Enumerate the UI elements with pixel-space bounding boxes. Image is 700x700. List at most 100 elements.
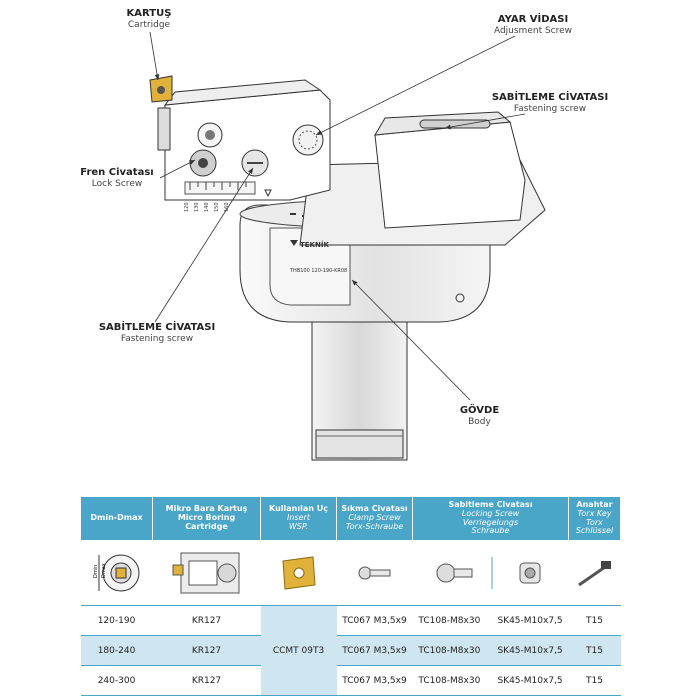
header-cartridge: Mikro Bara Kartuş Micro Boring Cartridge (152, 496, 261, 541)
bore-diagram-icon: Dmin Dmax (93, 554, 139, 592)
callout-lock: Fren Civatası Lock Screw (72, 167, 162, 189)
callout-cartridge: KARTUŞ Cartridge (118, 8, 180, 30)
cell-key: T15 (568, 635, 621, 666)
cartridge-thumbnail-icon (172, 552, 239, 594)
cell-cartridge: KR127 (152, 665, 261, 696)
cell-locking-2: SK45-M10x7,5 (497, 675, 563, 686)
callout-fasten-top-en: Fastening screw (513, 103, 587, 114)
header-range: Dmin-Dmax (80, 496, 153, 541)
bridge (299, 111, 546, 246)
callout-body-en: Body (468, 416, 491, 427)
dmax-label: Dmax (101, 563, 107, 578)
thumb-clamp-screw (336, 540, 413, 606)
header-key-sub1: Torx Key (577, 508, 612, 518)
callout-adjust-tr: AYAR VİDASI (497, 14, 569, 25)
thumb-key (568, 540, 621, 606)
thumb-cartridge (152, 540, 261, 606)
callout-fasten-top-tr: SABİTLEME CİVATASI (491, 92, 609, 103)
header-locking: Sabitleme Civatası Locking Screw Verrieg… (412, 496, 569, 541)
callout-body-tr: GÖVDE (459, 405, 500, 416)
cell-cartridge: KR127 (152, 605, 261, 636)
cell-locking: TC108-M8x30 SK45-M10x7,5 (412, 635, 569, 666)
cell-key: T15 (568, 605, 621, 636)
model-label: THB100 120-190-KR08 (289, 268, 347, 274)
leader-fasten-top (444, 113, 526, 130)
table-row: 240-300 KR127 TC067 M3,5x9 TC108-M8x30 S… (80, 665, 621, 696)
thumb-bore: Dmin Dmax (80, 540, 153, 606)
callout-lock-en: Lock Screw (91, 178, 143, 189)
brand-label: TEKNİK (300, 240, 329, 249)
body-brand-mark: TEKNİK THB100 120-190-KR08 (289, 240, 347, 274)
callout-cartridge-en: Cartridge (127, 19, 171, 30)
leader-cartridge (149, 31, 160, 81)
thumbnail-row: Dmin Dmax (80, 540, 621, 606)
header-insert-sub1: Insert (287, 513, 310, 523)
locking-screws-icon (436, 557, 540, 589)
torx-key-icon (577, 561, 611, 587)
header-locking-sub3: Schraube (471, 526, 510, 536)
header-locking-sub1: Locking Screw (461, 508, 520, 518)
table-row: 180-240 KR127 TC067 M3,5x9 TC108-M8x30 S… (80, 635, 621, 666)
header-clamp-main: Sıkma Civatası (341, 504, 408, 514)
cartridge-block: 120 130 140 150 160 (149, 75, 331, 212)
cell-locking: TC108-M8x30 SK45-M10x7,5 (412, 605, 569, 636)
leader-lock (159, 159, 196, 179)
svg-text:140: 140 (204, 202, 210, 212)
shank (311, 299, 408, 461)
header-cartridge-sub1: Micro Boring (177, 513, 236, 523)
leader-adjust (315, 35, 516, 136)
svg-text:150: 150 (214, 202, 220, 212)
header-insert-main: Kullanılan Uç (269, 504, 328, 514)
callout-fasten-bottom-en: Fastening screw (120, 333, 194, 344)
callout-fasten-bottom: SABİTLEME CİVATASI Fastening screw (92, 322, 222, 344)
header-cartridge-sub2: Cartridge (185, 521, 228, 531)
callout-cartridge-tr: KARTUŞ (126, 8, 172, 19)
cell-locking: TC108-M8x30 SK45-M10x7,5 (412, 665, 569, 696)
cell-range: 180-240 (80, 635, 153, 666)
header-locking-main: Sabitleme Civatası (448, 499, 533, 509)
cell-cartridge: KR127 (152, 635, 261, 666)
header-key: Anahtar Torx Key Torx Schlüssel (568, 496, 621, 541)
header-clamp-sub2: Torx-Schraube (345, 521, 404, 531)
header-key-sub3: Schlüssel (575, 526, 614, 536)
cell-insert: CCMT 09T3 (260, 605, 337, 696)
callout-adjust: AYAR VİDASI Adjusment Screw (478, 14, 588, 36)
header-range-main: Dmin-Dmax (90, 513, 143, 523)
leader-fasten-bottom (154, 167, 254, 323)
table-header-row: Dmin-Dmax Mikro Bara Kartuş Micro Boring… (80, 496, 621, 541)
header-key-main: Anahtar (576, 499, 613, 509)
callout-body: GÖVDE Body (452, 405, 507, 427)
header-insert: Kullanılan Uç Insert WSP. (260, 496, 337, 541)
header-cartridge-main: Mikro Bara Kartuş (165, 504, 248, 514)
thumb-insert (260, 540, 337, 606)
header-locking-sub2: Verriegelungs (462, 517, 519, 527)
cell-clamp: TC067 M3,5x9 (336, 665, 413, 696)
cell-locking-1: TC108-M8x30 (418, 645, 481, 656)
tool-drawing: 120 130 140 150 160 TEKNİK THB100 120-19… (149, 31, 546, 461)
cell-clamp: TC067 M3,5x9 (336, 635, 413, 666)
cell-locking-2: SK45-M10x7,5 (497, 615, 563, 626)
callout-fasten-top: SABİTLEME CİVATASI Fastening screw (485, 92, 615, 114)
clamp-screw-icon (358, 566, 390, 580)
svg-text:160: 160 (224, 202, 230, 212)
cell-locking-1: TC108-M8x30 (418, 615, 481, 626)
svg-text:130: 130 (194, 202, 200, 212)
leader-body (351, 279, 471, 401)
spec-table: Dmin-Dmax Mikro Bara Kartuş Micro Boring… (80, 496, 621, 696)
cell-range: 120-190 (80, 605, 153, 636)
dmin-label: Dmin (93, 565, 99, 578)
callout-fasten-bottom-tr: SABİTLEME CİVATASI (98, 322, 216, 333)
cell-key: T15 (568, 665, 621, 696)
cell-clamp: TC067 M3,5x9 (336, 605, 413, 636)
header-key-sub2: Torx (586, 517, 603, 527)
cell-locking-2: SK45-M10x7,5 (497, 645, 563, 656)
cell-locking-1: TC108-M8x30 (418, 675, 481, 686)
thumb-locking-screws (412, 540, 569, 606)
header-clamp: Sıkma Civatası Clamp Screw Torx-Schraube (336, 496, 413, 541)
header-clamp-sub1: Clamp Screw (348, 513, 401, 523)
header-insert-sub2: WSP. (288, 521, 309, 531)
insert-icon (281, 556, 316, 590)
cell-range: 240-300 (80, 665, 153, 696)
table-row: 120-190 KR127 CCMT 09T3 TC067 M3,5x9 TC1… (80, 605, 621, 696)
callout-adjust-en: Adjusment Screw (493, 25, 573, 36)
